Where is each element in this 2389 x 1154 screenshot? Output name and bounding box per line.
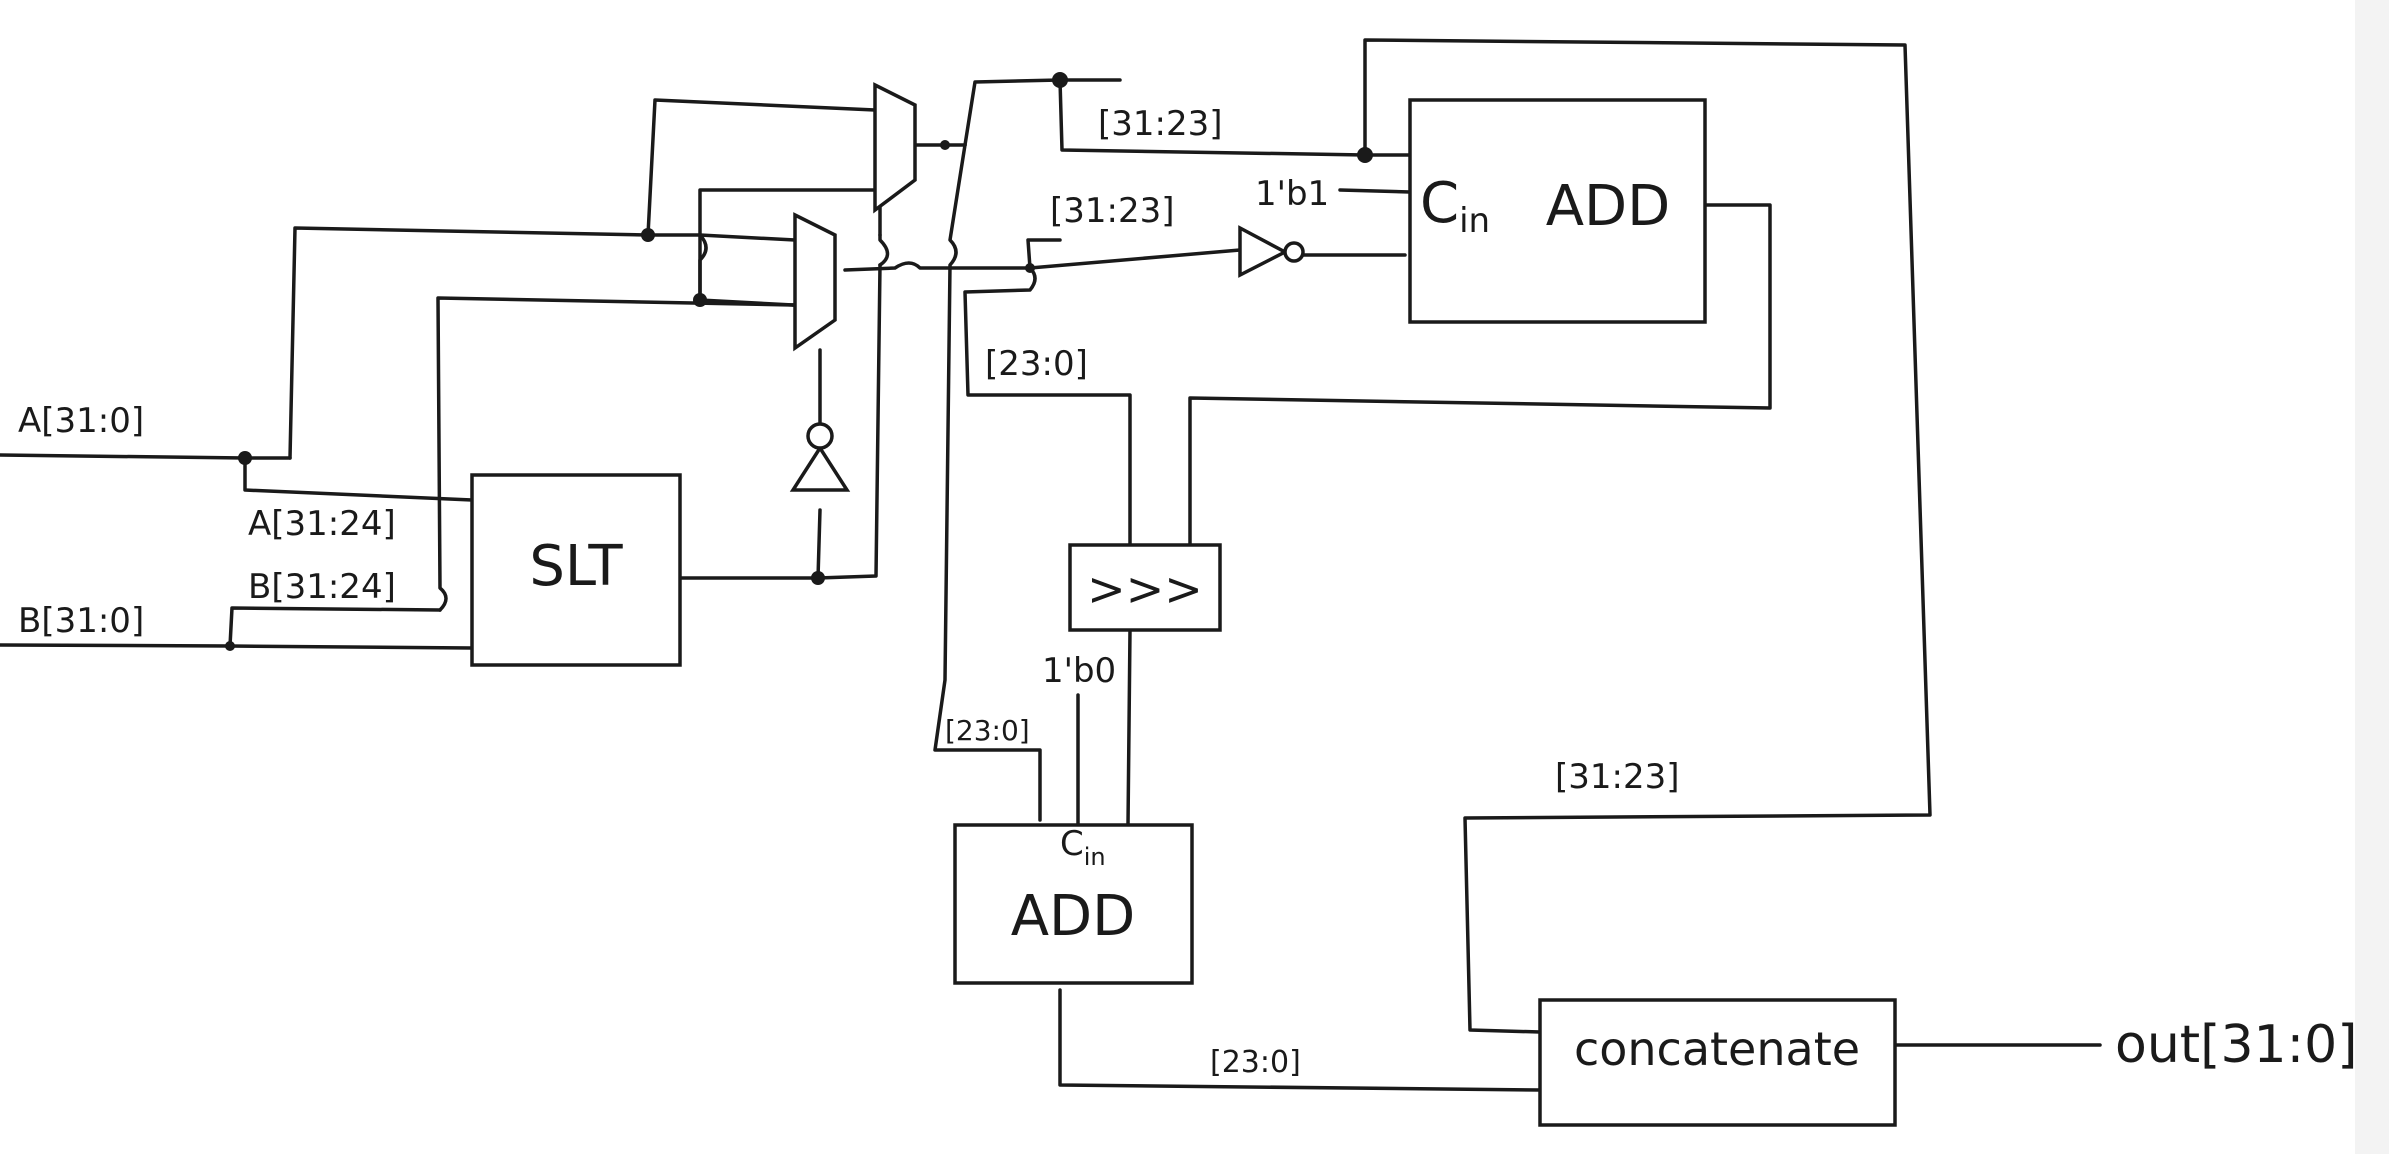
const-zero-label: 1'b0 bbox=[1042, 651, 1116, 691]
sum-mant-label: [23:0] bbox=[1210, 1045, 1301, 1080]
add-top-block bbox=[1408, 98, 1707, 324]
add-bottom-block bbox=[953, 823, 1194, 985]
add-top-cin-label: Cin bbox=[1420, 171, 1490, 241]
add-bottom-label: ADD bbox=[1011, 884, 1136, 949]
input-a-label: A[31:0] bbox=[18, 401, 144, 441]
input-b-label: B[31:0] bbox=[18, 601, 144, 641]
junction-dot bbox=[1357, 147, 1373, 163]
page-margin bbox=[2355, 0, 2389, 1154]
const-one-label: 1'b1 bbox=[1255, 174, 1329, 214]
junction-dot bbox=[641, 228, 655, 242]
mux-top bbox=[873, 82, 917, 214]
junction-dot bbox=[225, 641, 235, 651]
shift-label: >>> bbox=[1087, 562, 1203, 616]
add-bottom-cin-label: Cin bbox=[1060, 824, 1106, 871]
a-slice-label: A[31:24] bbox=[248, 504, 396, 544]
mant-top-label: [23:0] bbox=[985, 344, 1088, 384]
concatenate-label: concatenate bbox=[1574, 1022, 1860, 1076]
exp-top-label: [31:23] bbox=[1098, 104, 1223, 144]
junction-dot bbox=[693, 293, 707, 307]
slt-block bbox=[470, 473, 682, 667]
junction-dot bbox=[1052, 72, 1068, 88]
shift-block bbox=[1068, 543, 1222, 632]
b-slice-label: B[31:24] bbox=[248, 567, 396, 607]
junction-dot bbox=[940, 140, 950, 150]
output-label: out[31:0] bbox=[2115, 1015, 2358, 1075]
mux-bottom bbox=[793, 212, 837, 352]
inverter-sub bbox=[1238, 225, 1305, 278]
concat-exp-label: [31:23] bbox=[1555, 757, 1680, 797]
junction-dot bbox=[1025, 263, 1035, 273]
slt-label: SLT bbox=[529, 534, 623, 599]
junction-dots bbox=[225, 72, 1373, 651]
wires bbox=[0, 38, 2102, 1092]
exp-mid-label: [31:23] bbox=[1050, 191, 1175, 231]
junction-dot bbox=[238, 451, 252, 465]
add-top-label: ADD bbox=[1546, 174, 1671, 239]
mant-left-label: [23:0] bbox=[945, 714, 1030, 747]
concatenate-block bbox=[1538, 998, 1897, 1127]
junction-dot bbox=[811, 571, 825, 585]
inverter-select bbox=[789, 422, 851, 492]
